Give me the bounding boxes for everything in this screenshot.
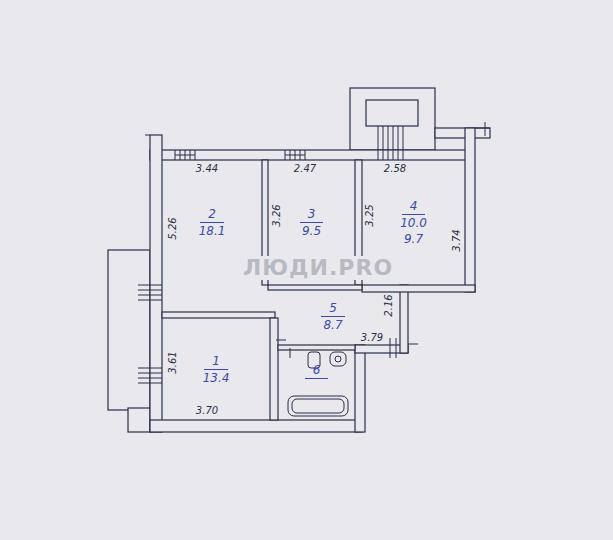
room-area: 13.4 — [200, 370, 233, 386]
watermark: ЛЮДИ.PRO — [241, 256, 395, 280]
dimension-label: 3.26 — [270, 204, 281, 226]
dimension-label: 5.26 — [166, 217, 177, 239]
windows — [138, 122, 490, 383]
dimension-label: 3.61 — [166, 351, 177, 373]
dimension-label: 3.74 — [450, 229, 461, 251]
bathroom-fixtures — [288, 352, 348, 416]
door-marks — [276, 338, 418, 358]
room-area: 9.5 — [299, 223, 324, 239]
room-area: 8.7 — [320, 317, 345, 333]
dimension-label: 2.47 — [294, 163, 316, 174]
dimension-label: 3.44 — [196, 163, 218, 174]
dimension-label: 2.16 — [382, 294, 393, 316]
dimension-label: 3.70 — [196, 405, 218, 416]
dimension-label: 3.25 — [363, 204, 374, 226]
room-number: 1 — [204, 353, 228, 370]
room-number: 2 — [200, 206, 224, 223]
room-number: 4 — [402, 198, 426, 215]
walls — [108, 88, 490, 432]
dimension-label: 2.58 — [384, 163, 406, 174]
room-area: 18.1 — [196, 223, 229, 239]
room-area: 9.7 — [401, 231, 426, 247]
room-area: 10.0 — [397, 215, 430, 231]
room: 6 — [278, 350, 355, 390]
room-number: 6 — [305, 362, 329, 379]
room-number: 5 — [321, 300, 345, 317]
dimension-label: 3.79 — [361, 332, 383, 343]
room-number: 3 — [300, 206, 324, 223]
